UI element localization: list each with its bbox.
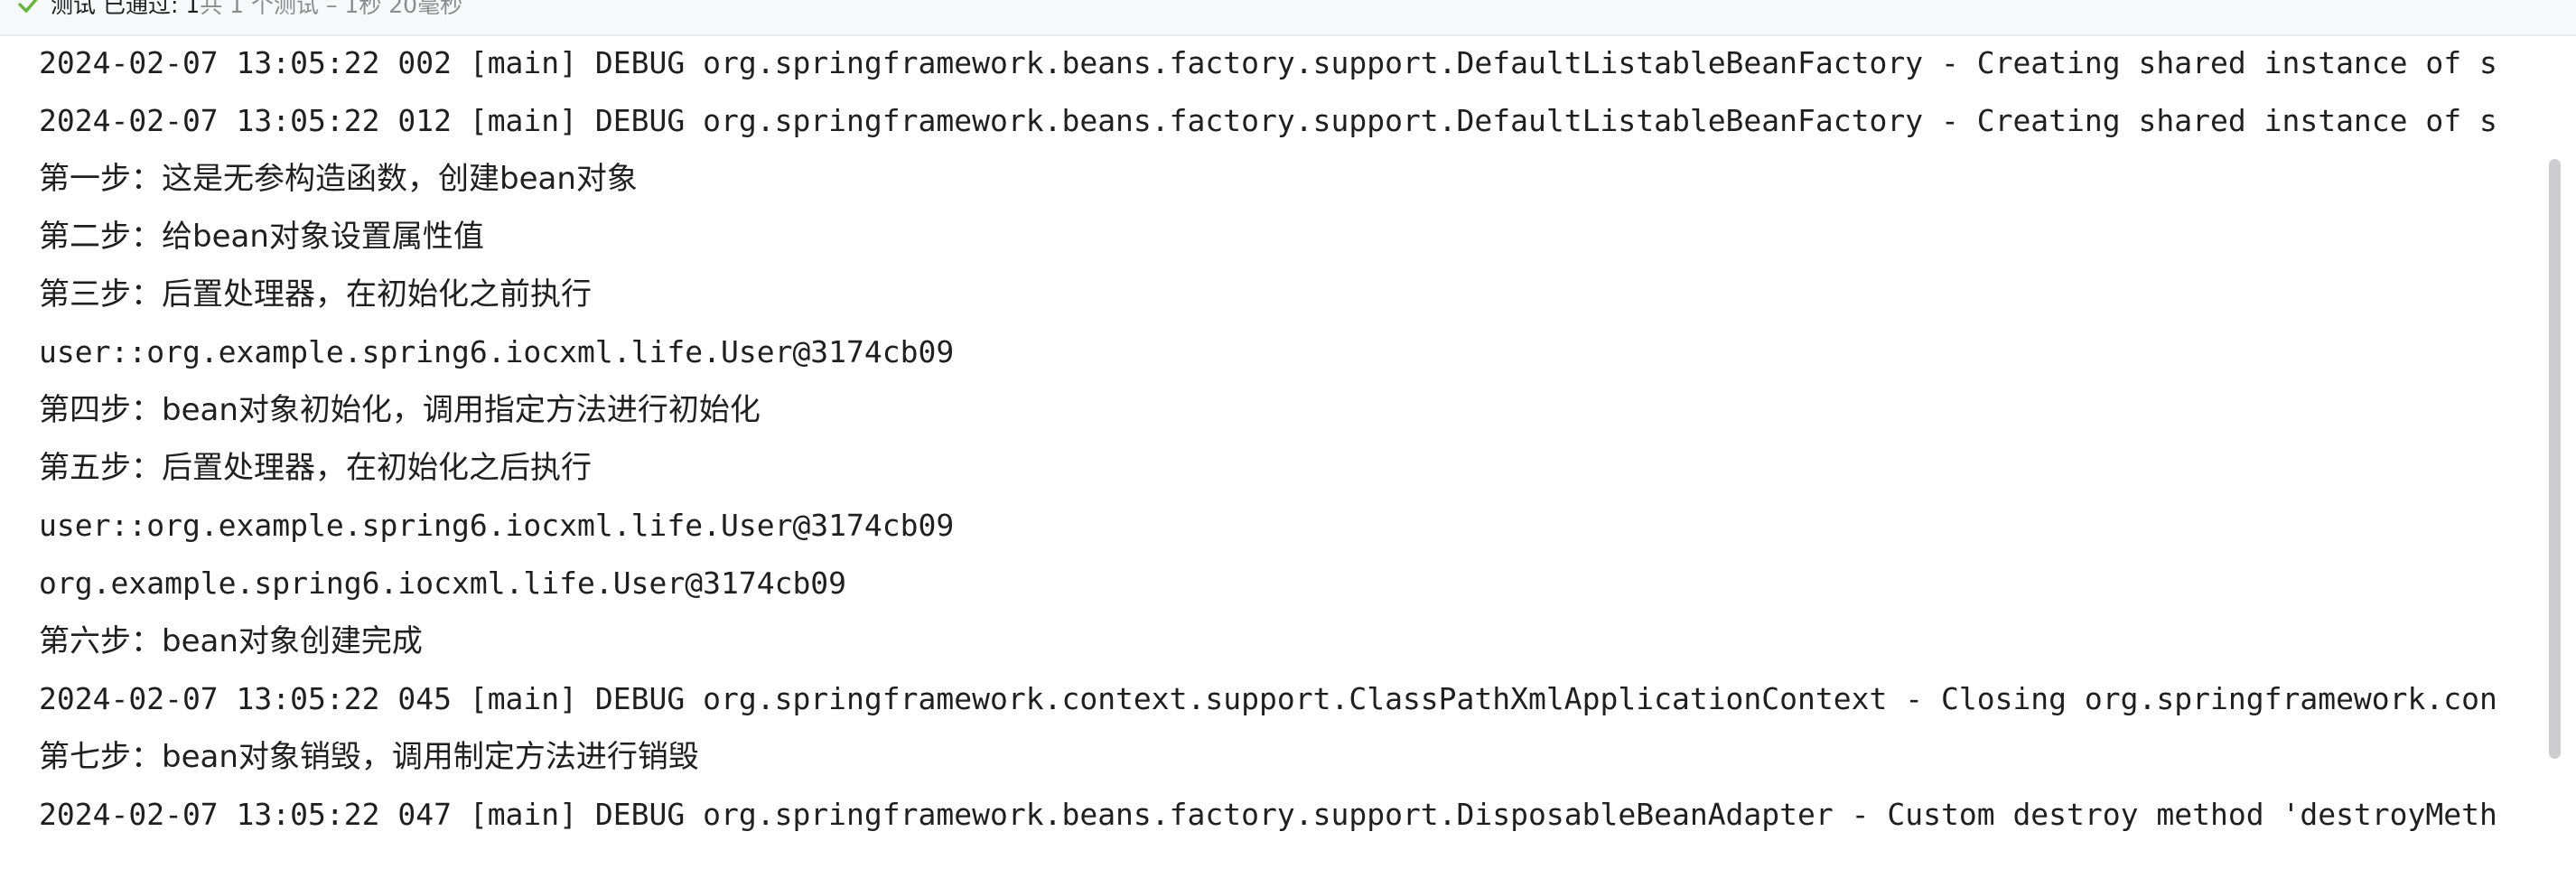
check-icon <box>18 0 38 13</box>
test-passed-label: 测试 已通过: 1 <box>51 0 201 18</box>
console-line[interactable]: 第二步：给bean对象设置属性值 <box>39 219 484 255</box>
console-line[interactable]: user::org.example.spring6.iocxml.life.Us… <box>39 508 955 543</box>
console-line[interactable]: 第三步：后置处理器，在初始化之前执行 <box>39 276 592 313</box>
console-line[interactable]: user::org.example.spring6.iocxml.life.Us… <box>39 334 955 369</box>
console-line[interactable]: org.example.spring6.iocxml.life.User@317… <box>39 565 847 601</box>
console-line[interactable]: 第四步：bean对象初始化，调用指定方法进行初始化 <box>39 392 761 428</box>
scrollbar-thumb[interactable] <box>2549 159 2561 759</box>
console-line[interactable]: 2024-02-07 13:05:22 002 [main] DEBUG org… <box>39 45 2497 80</box>
console-line[interactable]: 第一步：这是无参构造函数，创建bean对象 <box>39 161 638 197</box>
console-line[interactable]: 第七步：bean对象销毁，调用制定方法进行销毁 <box>39 739 699 775</box>
test-result-summary[interactable]: 测试 已通过: 1 共 1 个测试 – 1秒 20毫秒 <box>16 0 462 20</box>
console-line[interactable]: 2024-02-07 13:05:22 045 [main] DEBUG org… <box>39 681 2497 716</box>
console-line[interactable]: 2024-02-07 13:05:22 047 [main] DEBUG org… <box>39 797 2497 832</box>
console-output[interactable]: 2024-02-07 13:05:22 002 [main] DEBUG org… <box>0 36 2576 869</box>
test-count-duration: 共 1 个测试 – 1秒 20毫秒 <box>200 0 463 18</box>
console-line[interactable]: 第五步：后置处理器，在初始化之后执行 <box>39 450 592 486</box>
vertical-scrollbar[interactable] <box>2545 36 2576 869</box>
console-line[interactable]: 第六步：bean对象创建完成 <box>39 623 423 659</box>
console-line[interactable]: 2024-02-07 13:05:22 012 [main] DEBUG org… <box>39 103 2497 138</box>
test-status-bar: 测试 已通过: 1 共 1 个测试 – 1秒 20毫秒 <box>0 0 2576 36</box>
